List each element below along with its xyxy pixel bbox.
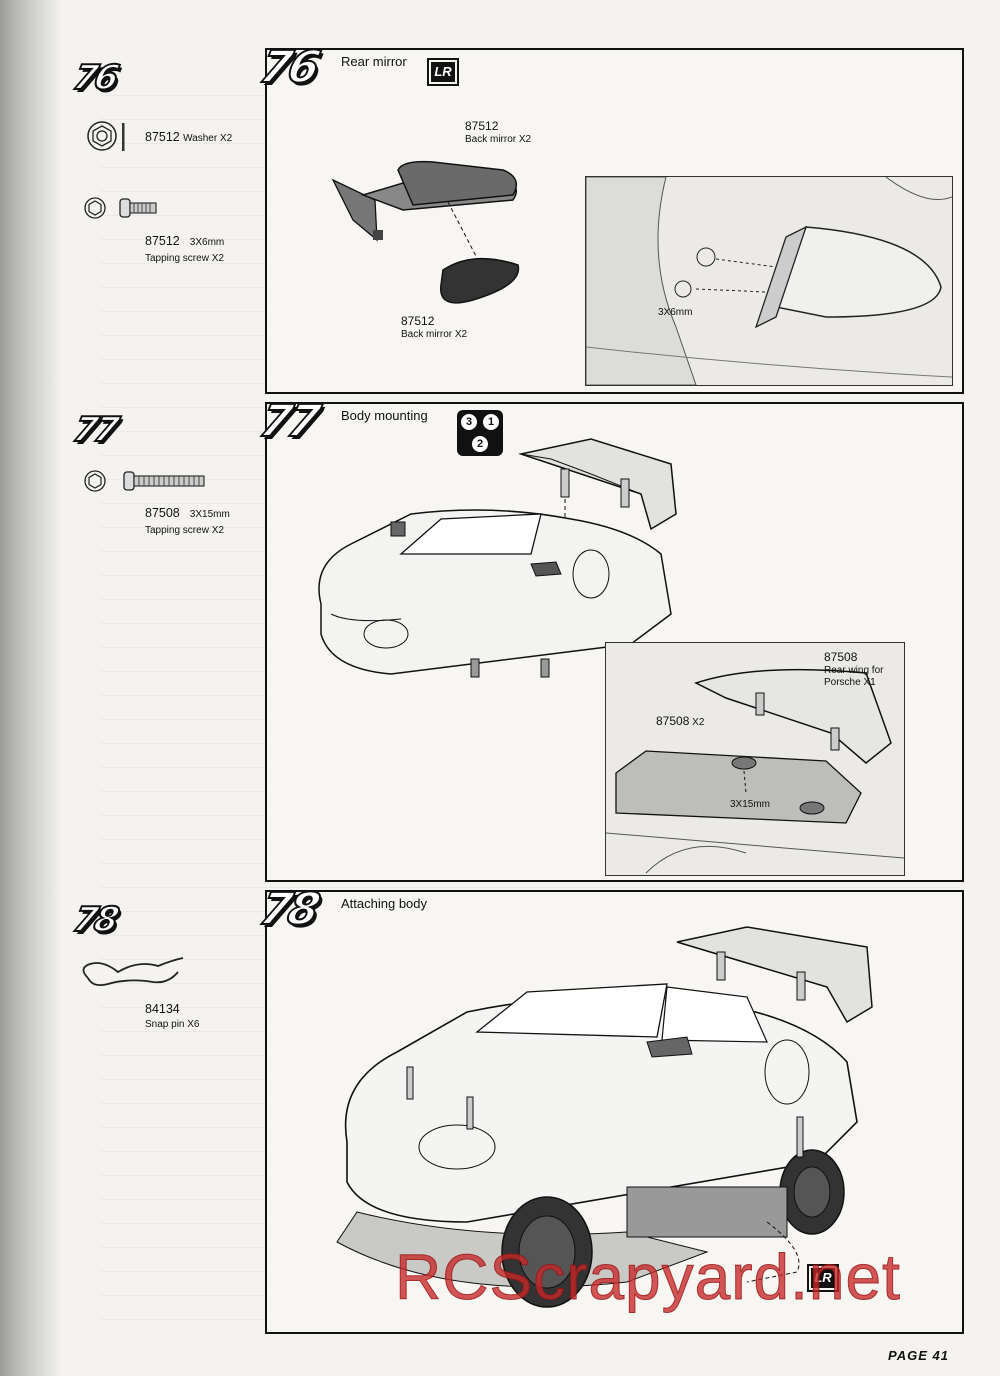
lr-badge: LR bbox=[427, 58, 459, 86]
watermark-text: RCScrapyard.net bbox=[395, 1241, 901, 1314]
step-76-panel: 76 Rear mirror LR 87512 Back mirror X2 8… bbox=[255, 41, 964, 394]
page-number: PAGE 41 bbox=[888, 1348, 949, 1363]
snap-pin-icon bbox=[82, 957, 184, 987]
step-76-title: Rear mirror bbox=[341, 54, 407, 69]
car-body-wing-drawing bbox=[318, 438, 677, 678]
part-tapping-screw-3x6: 87512 3X6mm Tapping screw X2 bbox=[145, 234, 225, 264]
tapping-screw-icon bbox=[84, 197, 157, 219]
body-on-chassis-drawing bbox=[336, 926, 873, 1308]
step-78-number: 78 bbox=[69, 899, 121, 941]
label-rear-wing: 87508 Rear wing for Porsche X1 bbox=[824, 650, 884, 688]
step-77-number: 77 bbox=[69, 409, 121, 451]
lr-badge-step78: LR bbox=[807, 1264, 839, 1292]
label-back-mirror-top: 87512 Back mirror X2 bbox=[465, 119, 532, 145]
step-77-detail-inset: 87508 Rear wing for Porsche X1 87508 X2 … bbox=[605, 642, 905, 876]
label-3x15mm: 3X15mm bbox=[730, 799, 771, 810]
order-badge: 3 1 2 bbox=[457, 410, 503, 456]
label-3x6mm: 3X6mm bbox=[658, 307, 693, 318]
step-76-panel-number: 76 bbox=[255, 41, 323, 94]
step-78-panel: 78 Attaching body LR bbox=[255, 883, 964, 1334]
step-78-title: Attaching body bbox=[341, 896, 428, 911]
label-87508-x2: 87508 X2 bbox=[656, 714, 705, 728]
part-snap-pin: 84134 Snap pin X6 bbox=[145, 1002, 200, 1030]
washer-icon bbox=[87, 121, 125, 151]
wing-mount-detail-drawing bbox=[606, 668, 904, 874]
order-1: 1 bbox=[483, 414, 499, 430]
step-76-detail-inset: 3X6mm bbox=[585, 176, 953, 386]
order-3: 3 bbox=[461, 414, 477, 430]
step-77-title: Body mounting bbox=[341, 408, 428, 423]
book-spine-shadow bbox=[0, 0, 62, 1376]
step-77-panel: 77 Body mounting 3 1 2 bbox=[255, 395, 964, 882]
part-washer: 87512 Washer X2 bbox=[145, 130, 233, 144]
long-tapping-screw-icon bbox=[84, 470, 205, 492]
mirror-detail-drawing bbox=[586, 177, 952, 385]
back-mirror-drawing bbox=[331, 160, 520, 304]
step-78-panel-number: 78 bbox=[255, 883, 323, 936]
order-2: 2 bbox=[472, 436, 488, 452]
label-back-mirror-bottom: 87512 Back mirror X2 bbox=[401, 314, 468, 340]
step-76-number: 76 bbox=[69, 57, 121, 99]
part-tapping-screw-3x15: 87508 3X15mm Tapping screw X2 bbox=[145, 506, 230, 536]
